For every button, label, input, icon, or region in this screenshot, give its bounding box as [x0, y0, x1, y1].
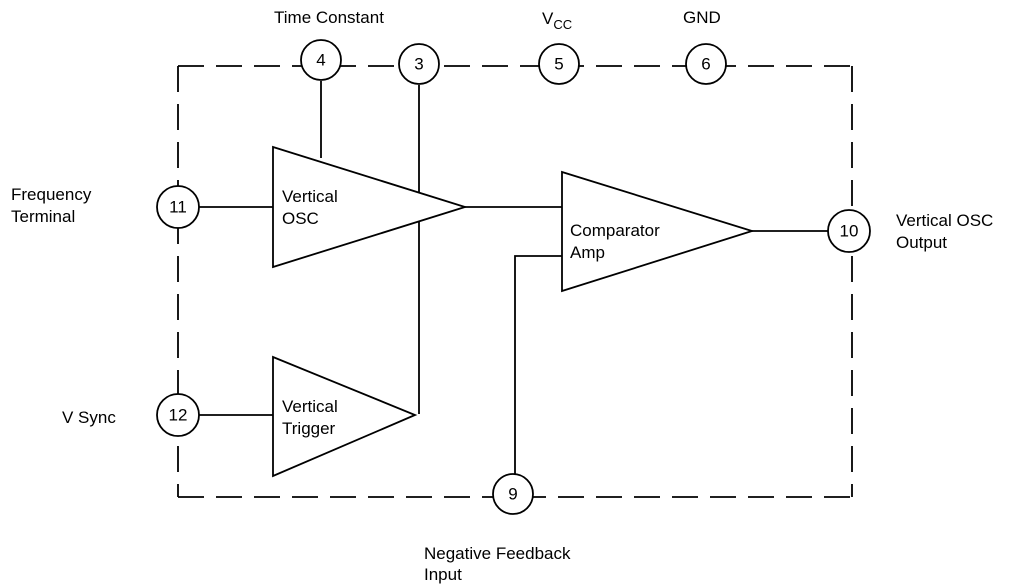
- wires: [199, 81, 828, 474]
- gnd-label: GND: [683, 8, 721, 27]
- vertical-osc-output-label-2: Output: [896, 233, 947, 252]
- v-sync-label: V Sync: [62, 408, 116, 427]
- vertical-osc-label-1: Vertical: [282, 187, 338, 206]
- pin-12: 12: [156, 393, 200, 437]
- pin-3: 3: [398, 43, 440, 85]
- svg-text:11: 11: [169, 198, 187, 217]
- pin-6: 6: [685, 43, 727, 85]
- vertical-trigger-label-1: Vertical: [282, 397, 338, 416]
- negative-feedback-label-1: Negative Feedback: [424, 544, 571, 563]
- vertical-osc-triangle: [272, 145, 469, 269]
- svg-text:5: 5: [554, 55, 563, 74]
- comparator-amp-triangle: [561, 170, 756, 293]
- comparator-amp-block: Comparator Amp: [561, 170, 756, 293]
- pin-5: 5: [538, 43, 580, 85]
- vcc-label: VCC: [542, 9, 572, 32]
- pin-10: 10: [827, 209, 871, 253]
- vertical-osc-block: Vertical OSC: [272, 145, 469, 269]
- frequency-terminal-label-1: Frequency: [11, 185, 92, 204]
- vcc-label-sub: CC: [553, 17, 572, 32]
- vertical-trigger-block: Vertical Trigger: [272, 355, 418, 478]
- svg-text:4: 4: [316, 51, 325, 70]
- vertical-trigger-triangle: [272, 355, 418, 478]
- pin-11: 11: [156, 185, 200, 229]
- svg-text:10: 10: [840, 222, 859, 241]
- svg-text:12: 12: [169, 406, 188, 425]
- pin-9: 9: [492, 473, 534, 515]
- vertical-osc-label-2: OSC: [282, 209, 319, 228]
- vcc-label-main: V: [542, 9, 554, 28]
- negative-feedback-label-2: Input: [424, 565, 462, 584]
- svg-text:9: 9: [508, 485, 517, 504]
- frequency-terminal-label-2: Terminal: [11, 207, 75, 226]
- comparator-amp-label-1: Comparator: [570, 221, 660, 240]
- comparator-amp-label-2: Amp: [570, 243, 605, 262]
- wire-pin9-comparator: [514, 255, 562, 474]
- time-constant-label: Time Constant: [274, 8, 384, 27]
- pin-4: 4: [300, 39, 342, 81]
- svg-text:6: 6: [701, 55, 710, 74]
- vertical-trigger-label-2: Trigger: [282, 419, 336, 438]
- vertical-osc-output-label-1: Vertical OSC: [896, 211, 993, 230]
- svg-text:3: 3: [414, 55, 423, 74]
